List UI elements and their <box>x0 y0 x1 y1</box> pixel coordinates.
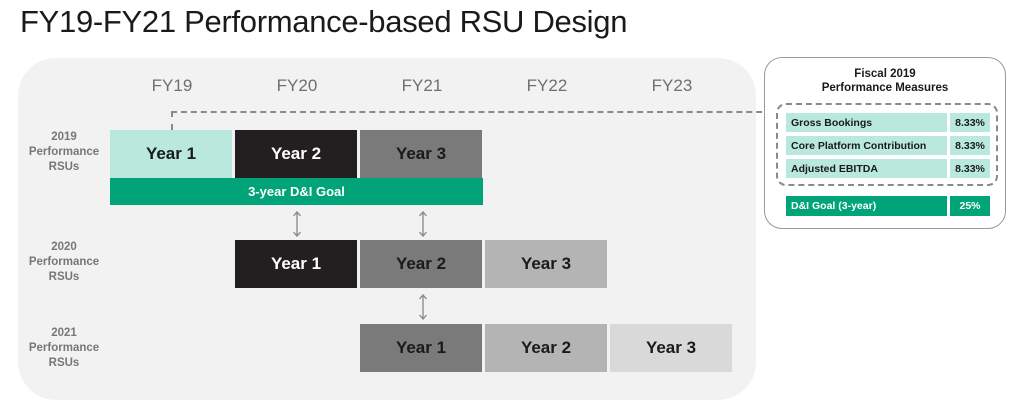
measure-weight: 8.33% <box>950 159 990 178</box>
row-label-line: Performance <box>28 146 100 158</box>
grant-2021-year-2: Year 2 <box>485 324 607 372</box>
grant-2021-year-3: Year 3 <box>610 324 732 372</box>
measures-connector-line <box>171 111 782 113</box>
row-label-line: RSUs <box>48 161 80 173</box>
fy-header-fy21: FY21 <box>401 76 443 95</box>
goal-name: D&I Goal (3-year) <box>786 196 947 216</box>
double-arrow-icon <box>293 211 301 237</box>
row-label-line: Performance <box>28 256 100 268</box>
grant-2020-year-1: Year 1 <box>235 240 357 288</box>
grant-2019-year-2: Year 2 <box>235 130 357 178</box>
double-arrow-icon <box>419 294 427 320</box>
measures-box-title-line: Fiscal 2019 <box>854 68 916 80</box>
measure-name: Core Platform Contribution <box>786 136 947 155</box>
fy-header-fy20: FY20 <box>276 76 318 95</box>
grant-2020-year-2: Year 2 <box>360 240 482 288</box>
row-label-line: 2019 <box>51 131 77 143</box>
measure-name: Gross Bookings <box>786 113 947 132</box>
measures-box-title: Fiscal 2019 Performance Measures <box>764 67 1006 95</box>
row-label-line: RSUs <box>48 357 80 369</box>
row-label-line: RSUs <box>48 271 80 283</box>
measures-dashed-frame <box>776 103 998 186</box>
fy-header-fy22: FY22 <box>526 76 568 95</box>
grant-2021-year-1: Year 1 <box>360 324 482 372</box>
fy-header-fy23: FY23 <box>651 76 693 95</box>
di-goal-bar: 3-year D&I Goal <box>110 178 483 205</box>
row-label-2021: 2021 Performance RSUs <box>18 326 110 371</box>
measure-weight: 8.33% <box>950 113 990 132</box>
measures-box-title-line: Performance Measures <box>821 82 949 94</box>
fy-header-fy19: FY19 <box>151 76 193 95</box>
measures-connector-drop <box>171 111 173 130</box>
grant-2019-year-1: Year 1 <box>110 130 232 178</box>
row-label-line: 2021 <box>51 327 77 339</box>
grant-2019-year-3: Year 3 <box>360 130 482 178</box>
measure-name: Adjusted EBITDA <box>786 159 947 178</box>
row-label-2019: 2019 Performance RSUs <box>18 130 110 175</box>
row-label-line: 2020 <box>51 241 77 253</box>
goal-weight: 25% <box>950 196 990 216</box>
row-label-2020: 2020 Performance RSUs <box>18 240 110 285</box>
grant-2020-year-3: Year 3 <box>485 240 607 288</box>
page-title: FY19-FY21 Performance-based RSU Design <box>20 4 628 39</box>
measure-weight: 8.33% <box>950 136 990 155</box>
row-label-line: Performance <box>28 342 100 354</box>
double-arrow-icon <box>419 211 427 237</box>
